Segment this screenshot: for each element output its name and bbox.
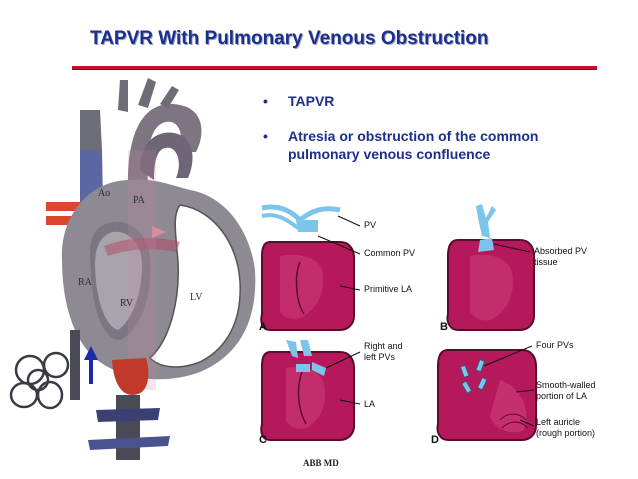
label-ao: Ao — [98, 188, 110, 199]
panel-d-label-line4: (rough portion) — [536, 428, 595, 438]
label-rv: RV — [120, 298, 134, 309]
credit-text: ABB MD — [303, 458, 339, 468]
panel-c: Right and left PVs LA C — [259, 340, 403, 446]
panel-a-letter: A — [259, 321, 267, 333]
bullet-text: TAPVR — [288, 93, 335, 109]
panel-c-letter: C — [259, 434, 267, 446]
panel-a-label-pv: PV — [364, 220, 376, 230]
bullet-item: • TAPVR — [258, 92, 598, 110]
panel-a-label-primitive-la: Primitive LA — [364, 284, 412, 294]
panel-c-label-la: LA — [364, 399, 375, 409]
panel-d-label-line3: Left auricle — [536, 417, 580, 427]
bullet-icon: • — [263, 128, 268, 144]
panel-b: Absorbed PV tissue B — [440, 204, 587, 333]
panel-a: PV Common PV Primitive LA A — [259, 204, 415, 333]
panel-c-label-line1: Right and — [364, 341, 403, 351]
slide-title: TAPVR With Pulmonary Venous Obstruction — [90, 28, 489, 49]
panel-d: Four PVs Smooth-walled portion of LA Lef… — [431, 340, 596, 446]
panel-b-label-line2: tissue — [534, 257, 558, 267]
panel-a-label-common-pv: Common PV — [364, 248, 415, 258]
panel-b-letter: B — [440, 321, 448, 333]
label-lv: LV — [190, 292, 203, 303]
label-pa: PA — [133, 195, 146, 206]
panel-b-label-line1: Absorbed PV — [534, 246, 587, 256]
bullet-text: Atresia or obstruction of the common pul… — [288, 128, 539, 162]
panel-d-label-line1: Smooth-walled — [536, 380, 596, 390]
panel-d-label-four-pvs: Four PVs — [536, 340, 574, 350]
bullet-icon: • — [263, 93, 268, 109]
panel-c-label-line2: left PVs — [364, 352, 396, 362]
panel-d-label-line2: portion of LA — [536, 391, 587, 401]
label-ra: RA — [78, 277, 93, 288]
title-divider — [72, 66, 597, 70]
panel-d-letter: D — [431, 434, 439, 446]
heart-illustration: Ao PA RA RV LV — [9, 78, 256, 460]
bullet-list: • TAPVR • Atresia or obstruction of the co… — [258, 92, 598, 180]
bullet-item: • Atresia or obstruction of the common pu… — [258, 127, 598, 163]
